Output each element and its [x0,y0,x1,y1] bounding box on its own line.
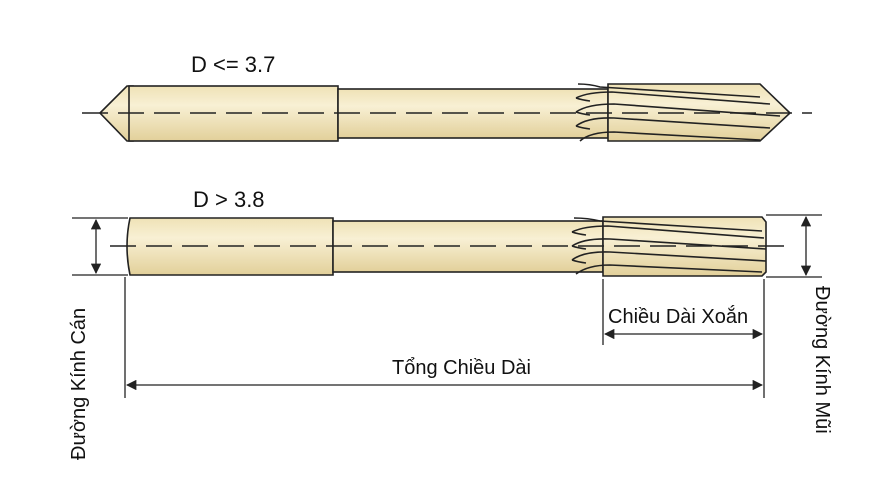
overall-length-label: Tổng Chiều Dài [392,357,531,379]
flute-length-label: Chiều Dài Xoắn [608,305,748,328]
bottom-reamer: D > 3.8 [110,187,790,277]
tip-diameter-label: Đường Kính Mũi [811,286,833,434]
top-condition-label: D <= 3.7 [191,52,275,77]
top-reamer: D <= 3.7 [82,52,812,142]
bottom-flutes [571,217,767,275]
dimension-lines [72,214,822,398]
bottom-condition-label: D > 3.8 [193,187,265,212]
bottom-flute-body [602,216,767,277]
top-flutes [575,83,781,142]
shank-diameter-label: Đường Kính Cán [68,308,90,460]
